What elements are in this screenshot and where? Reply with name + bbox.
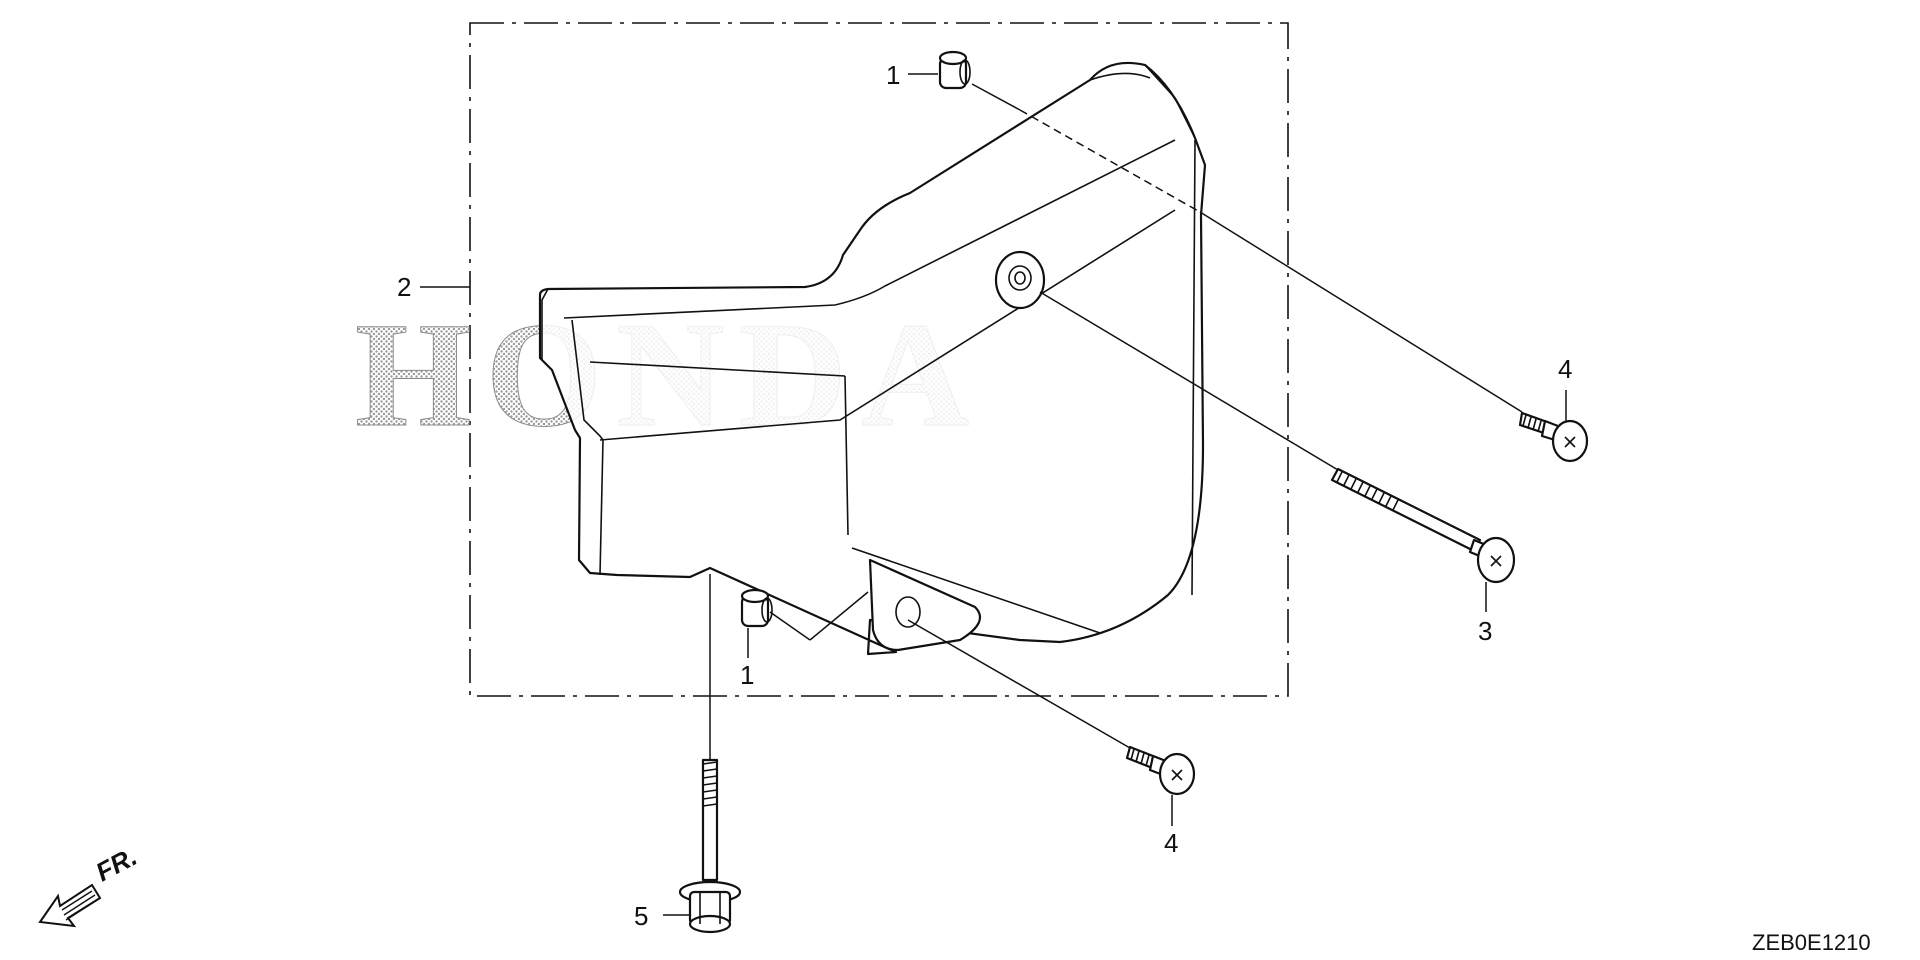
flange-bolt: [678, 758, 742, 934]
cover-part: [538, 61, 1207, 656]
callout-4-lower: 4: [1164, 828, 1178, 858]
screw-lower: [1125, 745, 1196, 796]
front-label: FR.: [91, 841, 142, 887]
screw-upper: [1518, 411, 1589, 463]
long-bolt: [1330, 467, 1516, 584]
leader-lines: [420, 73, 1567, 916]
drawing-code: ZEB0E1210: [1752, 930, 1871, 955]
callout-5: 5: [634, 901, 648, 931]
callout-2: 2: [397, 272, 411, 302]
callout-1-top: 1: [886, 60, 900, 90]
callout-3: 3: [1478, 616, 1492, 646]
grommet-top: [938, 50, 971, 90]
callout-4-upper: 4: [1558, 354, 1572, 384]
front-direction-indicator: FR.: [38, 841, 142, 928]
grommet-bottom: [740, 588, 773, 628]
callout-1-bottom: 1: [740, 660, 754, 690]
assembly-frame: [469, 22, 1289, 697]
